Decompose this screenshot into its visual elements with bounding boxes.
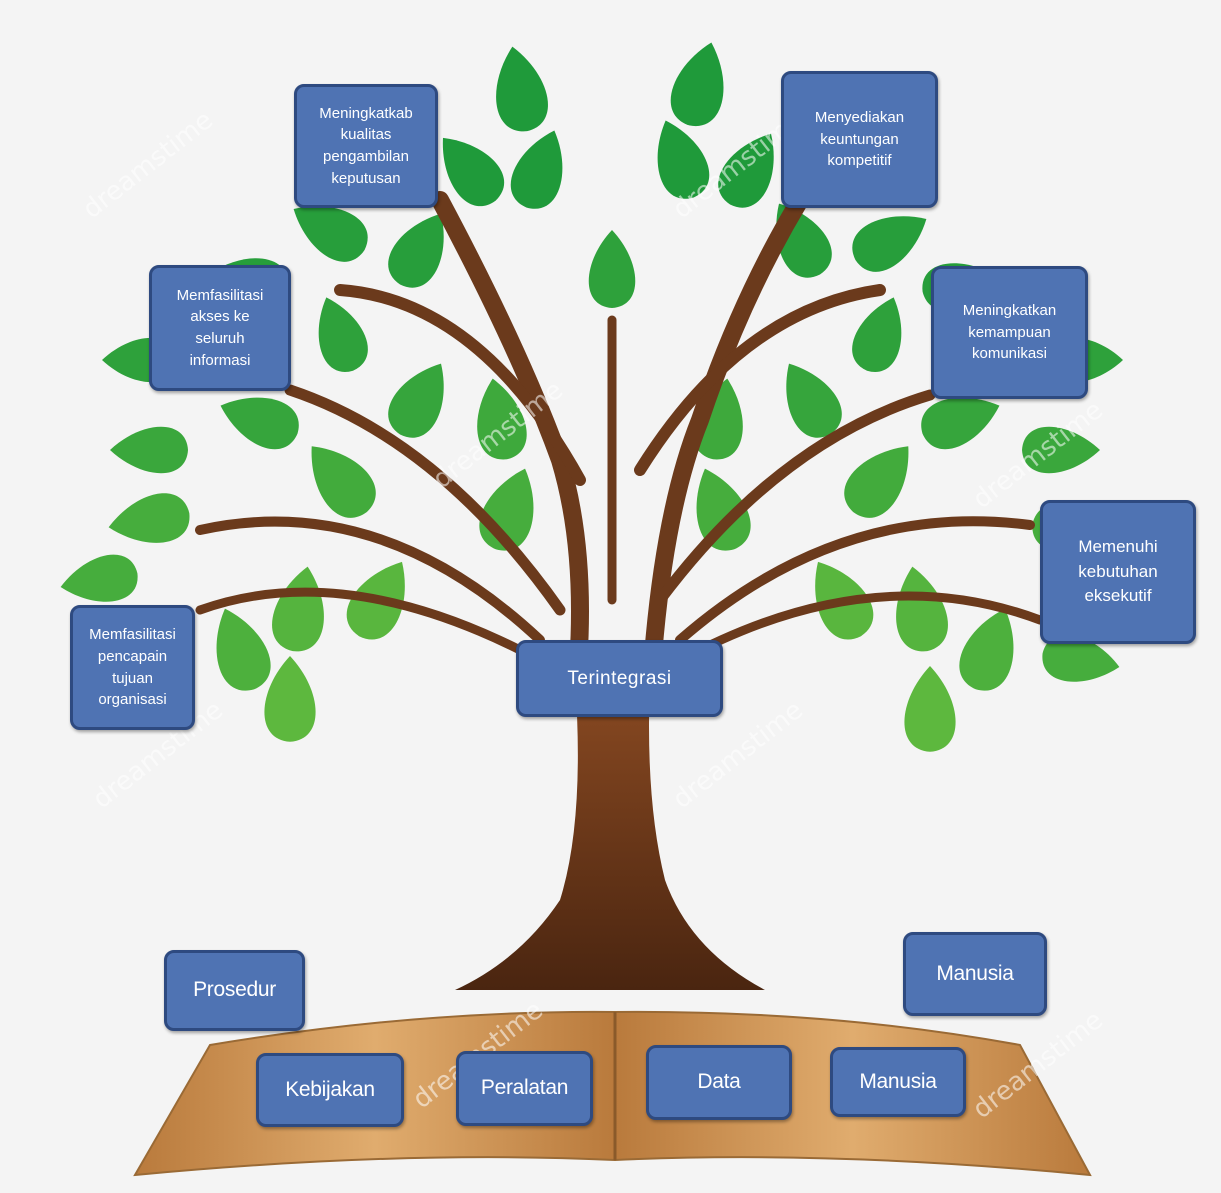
leaf-shape <box>264 656 316 742</box>
integrated-center-box: Terintegrasi <box>516 640 723 717</box>
leaf-shape <box>388 213 444 288</box>
leaf-shape <box>718 133 774 208</box>
leaf-shape <box>110 426 188 474</box>
leaf-shape <box>388 363 444 438</box>
leaf-shape <box>844 446 909 518</box>
leaf-shape <box>1042 634 1120 682</box>
leaf-shape <box>477 378 527 460</box>
leaf-shape <box>272 566 324 652</box>
leaf-shape <box>216 608 271 691</box>
leaf-shape <box>588 230 636 308</box>
leaf-shape <box>1022 426 1100 474</box>
leaf-shape <box>693 378 743 460</box>
foundation-box-manusia-bottom: Manusia <box>830 1047 966 1117</box>
tree-trunk <box>195 191 1045 990</box>
benefit-box-organization-goals: Memfasilitasi pencapain tujuan organisas… <box>70 605 195 730</box>
leaf-shape <box>510 130 563 209</box>
benefit-box-executive-needs: Memenuhi kebutuhan eksekutif <box>1040 500 1196 644</box>
leaf-shape <box>220 397 299 450</box>
leaf-shape <box>442 137 505 207</box>
leaf-shape <box>293 206 368 262</box>
benefit-box-competitive-advantage: Menyediakan keuntungan kompetitif <box>781 71 938 208</box>
leaf-shape <box>670 42 724 127</box>
leaf-shape <box>318 297 368 372</box>
foundation-box-peralatan: Peralatan <box>456 1051 593 1126</box>
foundation-box-kebijakan: Kebijakan <box>256 1053 404 1127</box>
benefit-box-decision-quality: Meningkatkab kualitas pengambilan keputu… <box>294 84 438 208</box>
leaf-shape <box>786 363 842 438</box>
foundation-box-manusia-top: Manusia <box>903 932 1047 1016</box>
foundation-box-prosedur: Prosedur <box>164 950 305 1031</box>
leaf-shape <box>921 397 1000 450</box>
foundation-box-data: Data <box>646 1045 792 1120</box>
leaf-shape <box>657 120 710 199</box>
leaf-shape <box>852 297 902 372</box>
leaf-shape <box>108 493 190 543</box>
leaf-shape <box>959 608 1014 691</box>
leaf-shape <box>60 554 138 602</box>
leaf-shape <box>852 216 927 272</box>
leaf-shape <box>904 666 956 752</box>
leaf-shape <box>696 468 751 551</box>
benefit-box-communication: Meningkatkan kemampuan komunikasi <box>931 266 1088 399</box>
leaf-shape <box>311 446 376 518</box>
benefit-box-information-access: Memfasilitasi akses ke seluruh informasi <box>149 265 291 391</box>
leaf-shape <box>496 46 548 132</box>
leaf-shape <box>896 566 948 652</box>
